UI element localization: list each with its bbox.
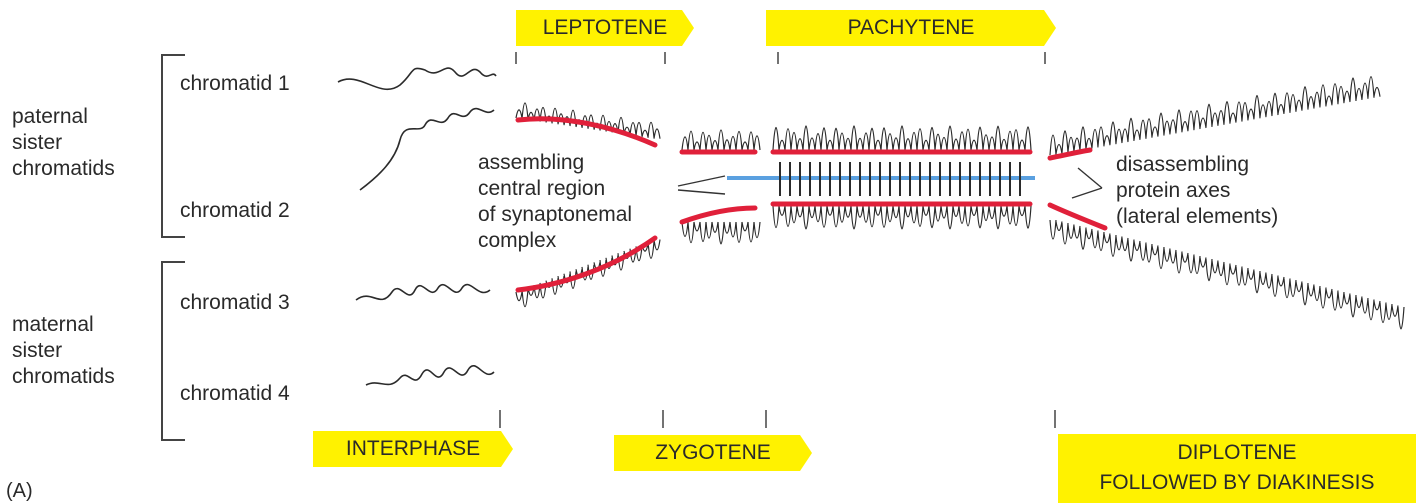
- interphase-chromatin: [338, 68, 496, 385]
- stage-pachytene: PACHYTENE: [766, 10, 1056, 46]
- chromatid-2-label: chromatid 2: [180, 198, 290, 224]
- figure-label: (A): [6, 478, 33, 504]
- stage-diplotene: DIPLOTENE FOLLOWED BY DIAKINESIS: [1058, 434, 1416, 503]
- assembling-annotation: assembling central region of synaptonema…: [478, 150, 632, 254]
- disassembling-annotation: disassembling protein axes (lateral elem…: [1116, 152, 1278, 230]
- stage-zygotene: ZYGOTENE: [614, 435, 812, 471]
- chromatid-4-label: chromatid 4: [180, 381, 290, 407]
- chromatid-1-label: chromatid 1: [180, 71, 290, 97]
- maternal-bracket: [162, 262, 185, 440]
- chromatid-3-label: chromatid 3: [180, 290, 290, 316]
- stage-interphase: INTERPHASE: [313, 431, 513, 467]
- stage-leptotene: LEPTOTENE: [516, 10, 694, 46]
